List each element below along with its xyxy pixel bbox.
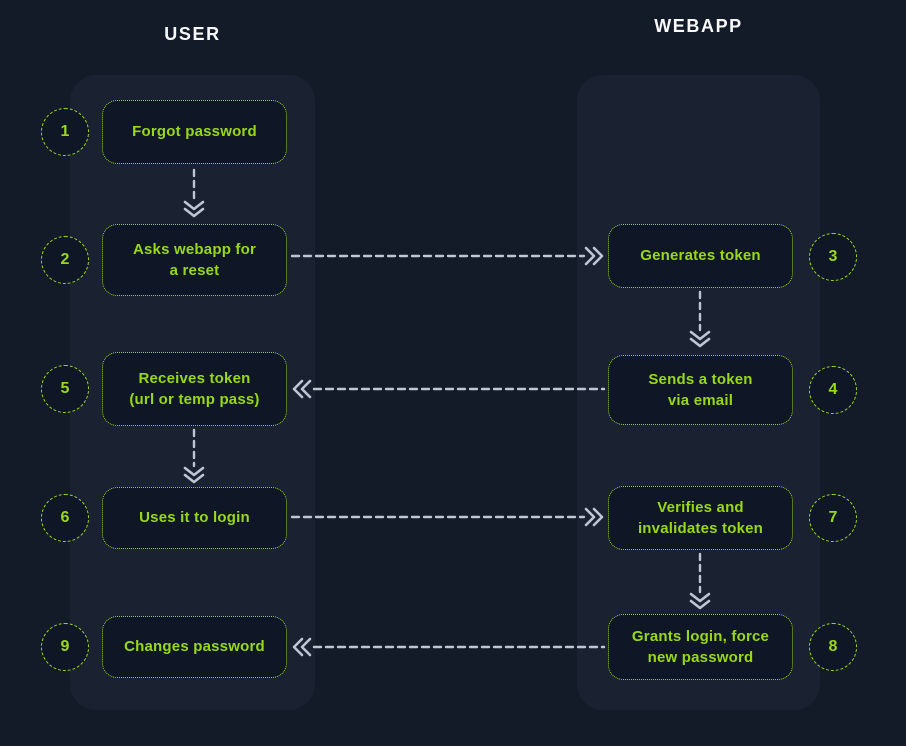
step-node-changes-password: Changes password [102, 616, 287, 678]
step-number-1: 1 [41, 108, 89, 156]
arrow-step6-to-step7 [290, 507, 604, 527]
column-title-webapp: WEBAPP [654, 16, 743, 36]
column-title-user: USER [164, 24, 221, 44]
step-number-9: 9 [41, 623, 89, 671]
step-number-7: 7 [809, 494, 857, 542]
step-number-2: 2 [41, 236, 89, 284]
step-node-generates-token: Generates token [608, 224, 793, 288]
arrow-step8-to-step9 [292, 637, 606, 657]
step-number-3: 3 [809, 233, 857, 281]
step-node-verifies-invalidates-token: Verifies and invalidates token [608, 486, 793, 550]
step-number-4: 4 [809, 366, 857, 414]
step-node-grants-login-force-new-password: Grants login, force new password [608, 614, 793, 680]
step-node-sends-token-via-email: Sends a token via email [608, 355, 793, 425]
arrow-step4-to-step5 [292, 379, 606, 399]
step-node-asks-webapp-for-reset: Asks webapp for a reset [102, 224, 287, 296]
step-node-receives-token: Receives token (url or temp pass) [102, 352, 287, 426]
step-number-5: 5 [41, 365, 89, 413]
step-node-forgot-password: Forgot password [102, 100, 287, 164]
step-number-8: 8 [809, 623, 857, 671]
step-number-6: 6 [41, 494, 89, 542]
step-node-uses-it-to-login: Uses it to login [102, 487, 287, 549]
arrow-step2-to-step3 [290, 246, 604, 266]
